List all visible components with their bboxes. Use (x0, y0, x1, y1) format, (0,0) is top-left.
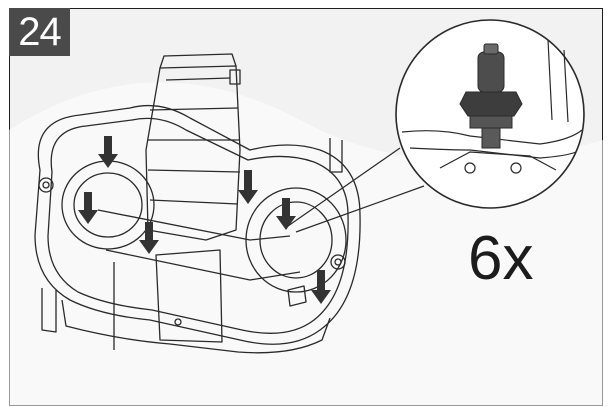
housing-skirt (61, 299, 331, 354)
right-bay-inner (259, 201, 333, 279)
outer-housing (34, 104, 361, 345)
right-boss-core (334, 258, 342, 266)
chute-tab (229, 69, 241, 85)
down-arrow-icon (98, 136, 118, 168)
clip-right (510, 162, 522, 174)
bolt-washer (469, 115, 513, 129)
down-arrow-icon (311, 270, 331, 304)
step-number-badge: 24 (9, 8, 70, 56)
down-arrow-icon (238, 170, 258, 204)
bolt-base (481, 127, 501, 149)
bolt-nut (459, 91, 523, 117)
left-boss (38, 177, 54, 193)
magnifier-callout-icon (287, 19, 585, 233)
right-post (329, 138, 343, 173)
right-bay-ring (245, 187, 347, 293)
inner-housing-rim (47, 117, 349, 334)
chute-top (159, 53, 237, 69)
down-arrow-icon (276, 198, 296, 230)
chute-tower (145, 65, 241, 241)
cover-screw (174, 318, 182, 326)
detail-surface (401, 129, 583, 145)
down-arrow-icon (78, 192, 98, 224)
housing-assembly (34, 53, 361, 354)
left-post (41, 288, 57, 333)
diagonal-channel (97, 209, 301, 281)
callout-leader-top (287, 147, 401, 227)
callout-leader-bottom (295, 185, 425, 233)
quantity-label: 6x (468, 224, 534, 293)
fastener-bolt-icon (459, 43, 523, 149)
chute-ribs (147, 77, 241, 205)
fastener-arrows (78, 136, 331, 304)
callout-detail (401, 39, 583, 174)
detail-wall (547, 39, 569, 123)
left-boss-core (42, 181, 50, 189)
cover-plate (155, 249, 223, 343)
bolt-shank (477, 51, 505, 93)
right-boss (330, 254, 346, 270)
detail-clip (439, 151, 557, 171)
clip-left (464, 162, 476, 174)
bolt-tip (483, 43, 499, 55)
down-arrow-icon (139, 222, 159, 254)
left-bay-inner (73, 172, 143, 238)
rear-bracket (287, 285, 307, 307)
